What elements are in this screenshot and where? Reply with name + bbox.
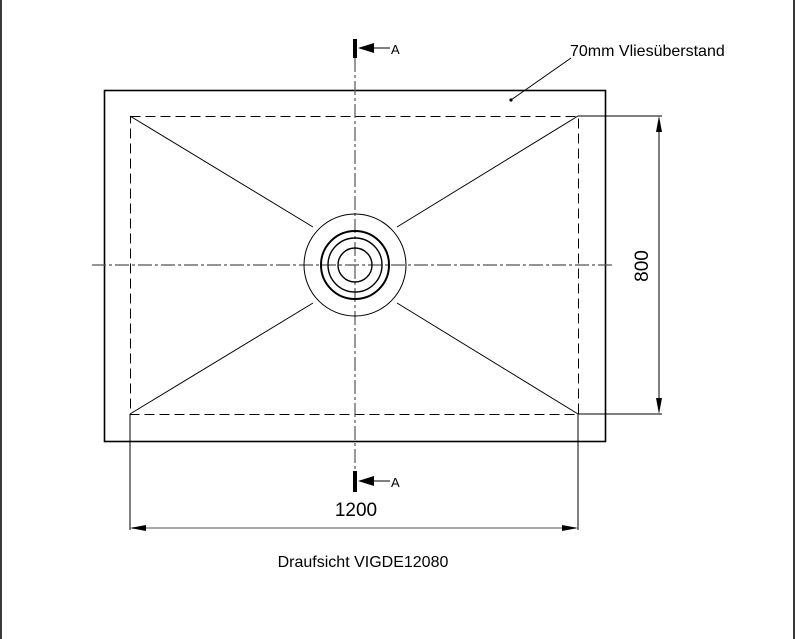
height-dimension-label: 800 xyxy=(632,250,653,282)
fleece-overhang-label: 70mm Vliesüberstand xyxy=(570,43,725,60)
width-dimension xyxy=(129,414,579,531)
section-label-top: A xyxy=(391,42,400,57)
section-label-bottom: A xyxy=(391,475,400,490)
center-lines xyxy=(92,58,614,470)
drawing-title: Draufsicht VIGDE12080 xyxy=(278,554,449,571)
section-marker-top: A xyxy=(353,39,400,58)
drain xyxy=(303,213,407,317)
section-marker-bottom: A xyxy=(353,471,400,492)
width-dimension-label: 1200 xyxy=(335,500,377,521)
fleece-annotation: 70mm Vliesüberstand xyxy=(509,43,725,102)
slope-lines xyxy=(129,115,579,415)
height-dimension xyxy=(578,115,662,415)
